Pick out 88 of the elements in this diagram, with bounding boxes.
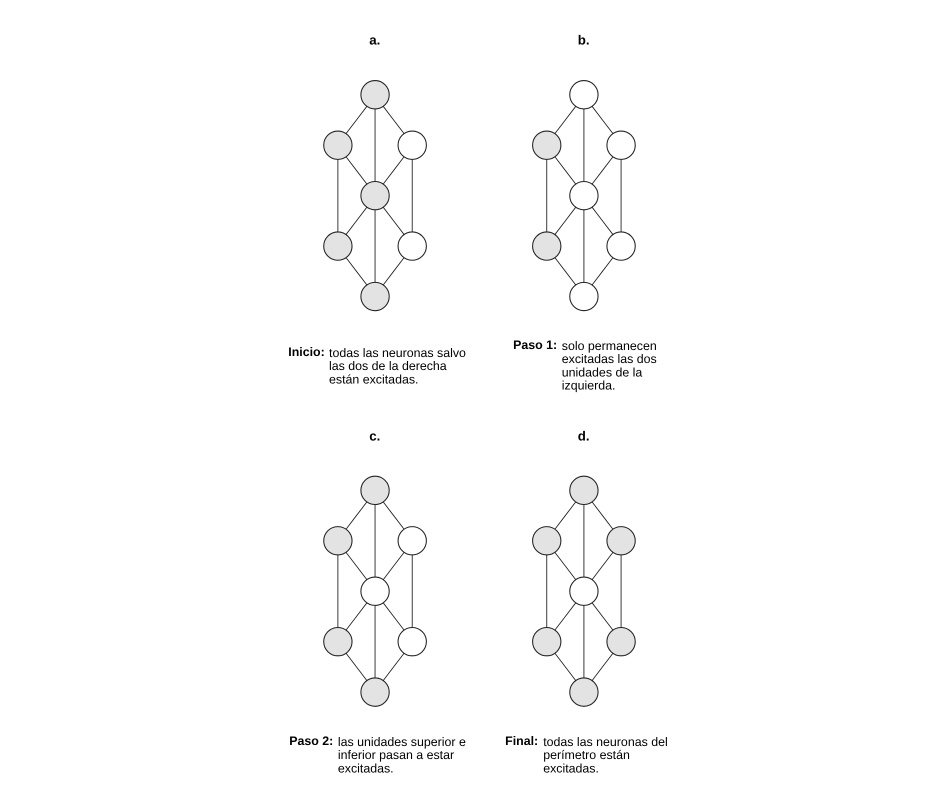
connector (554, 106, 576, 134)
node-circle (322, 130, 352, 160)
node-circle (322, 231, 352, 261)
node-circle (532, 231, 561, 261)
label: las unidades superior e inferior pasan a estar excitadas. (337, 734, 466, 776)
node-circle (606, 627, 636, 656)
connector (554, 552, 576, 580)
label: solo permanecen excitadas las dos unidades de la izquierda. (561, 338, 656, 393)
connector (582, 209, 584, 283)
connector (411, 159, 412, 232)
node-circle (532, 130, 561, 160)
connector (554, 257, 576, 286)
connector (374, 209, 375, 283)
connector (546, 159, 547, 232)
connector (546, 554, 547, 628)
connector (382, 552, 404, 580)
node-circle (397, 526, 426, 556)
connector (411, 554, 412, 628)
connector (345, 552, 367, 580)
connector (591, 502, 613, 530)
connector (345, 257, 367, 286)
label: todas las neuronas del perímetro están excitadas. (542, 734, 668, 776)
connector (382, 106, 404, 134)
node-circle (568, 180, 598, 210)
connector (382, 257, 404, 286)
connector (336, 554, 338, 628)
connector (374, 504, 375, 578)
node-circle (360, 576, 390, 606)
label: a. (368, 32, 380, 48)
node-circle (606, 130, 636, 160)
node-circle (397, 231, 426, 261)
node-circle (360, 80, 390, 110)
label: b. (577, 32, 590, 48)
connector (591, 552, 613, 580)
connector (382, 652, 404, 681)
label: c. (368, 428, 380, 444)
node-circle (568, 476, 598, 506)
connector (591, 602, 613, 630)
connector (345, 602, 367, 630)
node-circle (568, 80, 598, 110)
connector (591, 156, 613, 184)
connector (345, 206, 367, 235)
connector (345, 652, 367, 681)
connector (591, 106, 613, 134)
connector (582, 605, 584, 678)
node-circle (532, 526, 561, 556)
node-circle (397, 130, 426, 160)
label: Paso 2: (288, 734, 333, 748)
connector (582, 504, 584, 578)
node-circle (606, 231, 636, 261)
connector (582, 108, 584, 182)
connector (382, 156, 404, 184)
label: Final: (504, 734, 538, 748)
node-circle (606, 526, 636, 556)
node-circle (322, 526, 352, 556)
node-circle (360, 476, 390, 506)
connector (554, 502, 576, 530)
label: d. (577, 428, 590, 444)
node-circle (322, 627, 352, 656)
connector (382, 502, 404, 530)
connector (336, 159, 338, 232)
connector (345, 156, 367, 184)
connector (345, 502, 367, 530)
node-circle (360, 677, 390, 707)
connector (620, 159, 622, 232)
connector (554, 206, 576, 235)
node-circle (568, 576, 598, 606)
label: Paso 1: (512, 338, 557, 352)
node-circle (397, 627, 426, 656)
node-circle (360, 282, 390, 312)
connector (554, 602, 576, 630)
connector (382, 206, 404, 235)
connector (554, 156, 576, 184)
connector (591, 652, 613, 681)
connector (382, 602, 404, 630)
connector (374, 605, 375, 678)
node-circle (568, 282, 598, 312)
connector (620, 554, 622, 628)
node-circle (360, 180, 390, 210)
node-circle (532, 627, 561, 656)
connector (345, 106, 367, 134)
connector (554, 652, 576, 681)
node-circle (568, 677, 598, 707)
connector (591, 206, 613, 235)
connector (591, 257, 613, 286)
label: todas las neuronas salvo las dos de la derecha están excitadas. (328, 346, 466, 386)
label: Inicio: (288, 345, 324, 359)
connector (374, 108, 375, 182)
